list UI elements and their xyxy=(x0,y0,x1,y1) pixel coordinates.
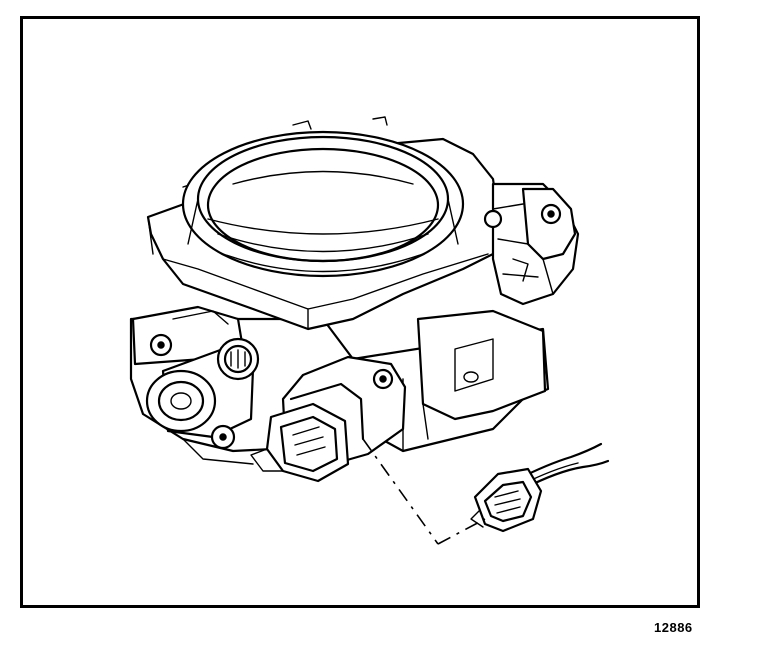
throttle-body-assembly-icon xyxy=(129,116,610,545)
assembly-leader-lines xyxy=(362,438,486,545)
figure-number: 12886 xyxy=(654,620,693,635)
diagram-frame xyxy=(20,16,700,608)
idle-air-control-valve xyxy=(145,337,260,450)
throttle-lever-assembly xyxy=(483,182,580,306)
throttle-position-sensor-icon xyxy=(250,355,407,483)
electrical-connector-icon xyxy=(470,442,610,533)
throttle-bore xyxy=(181,130,465,278)
